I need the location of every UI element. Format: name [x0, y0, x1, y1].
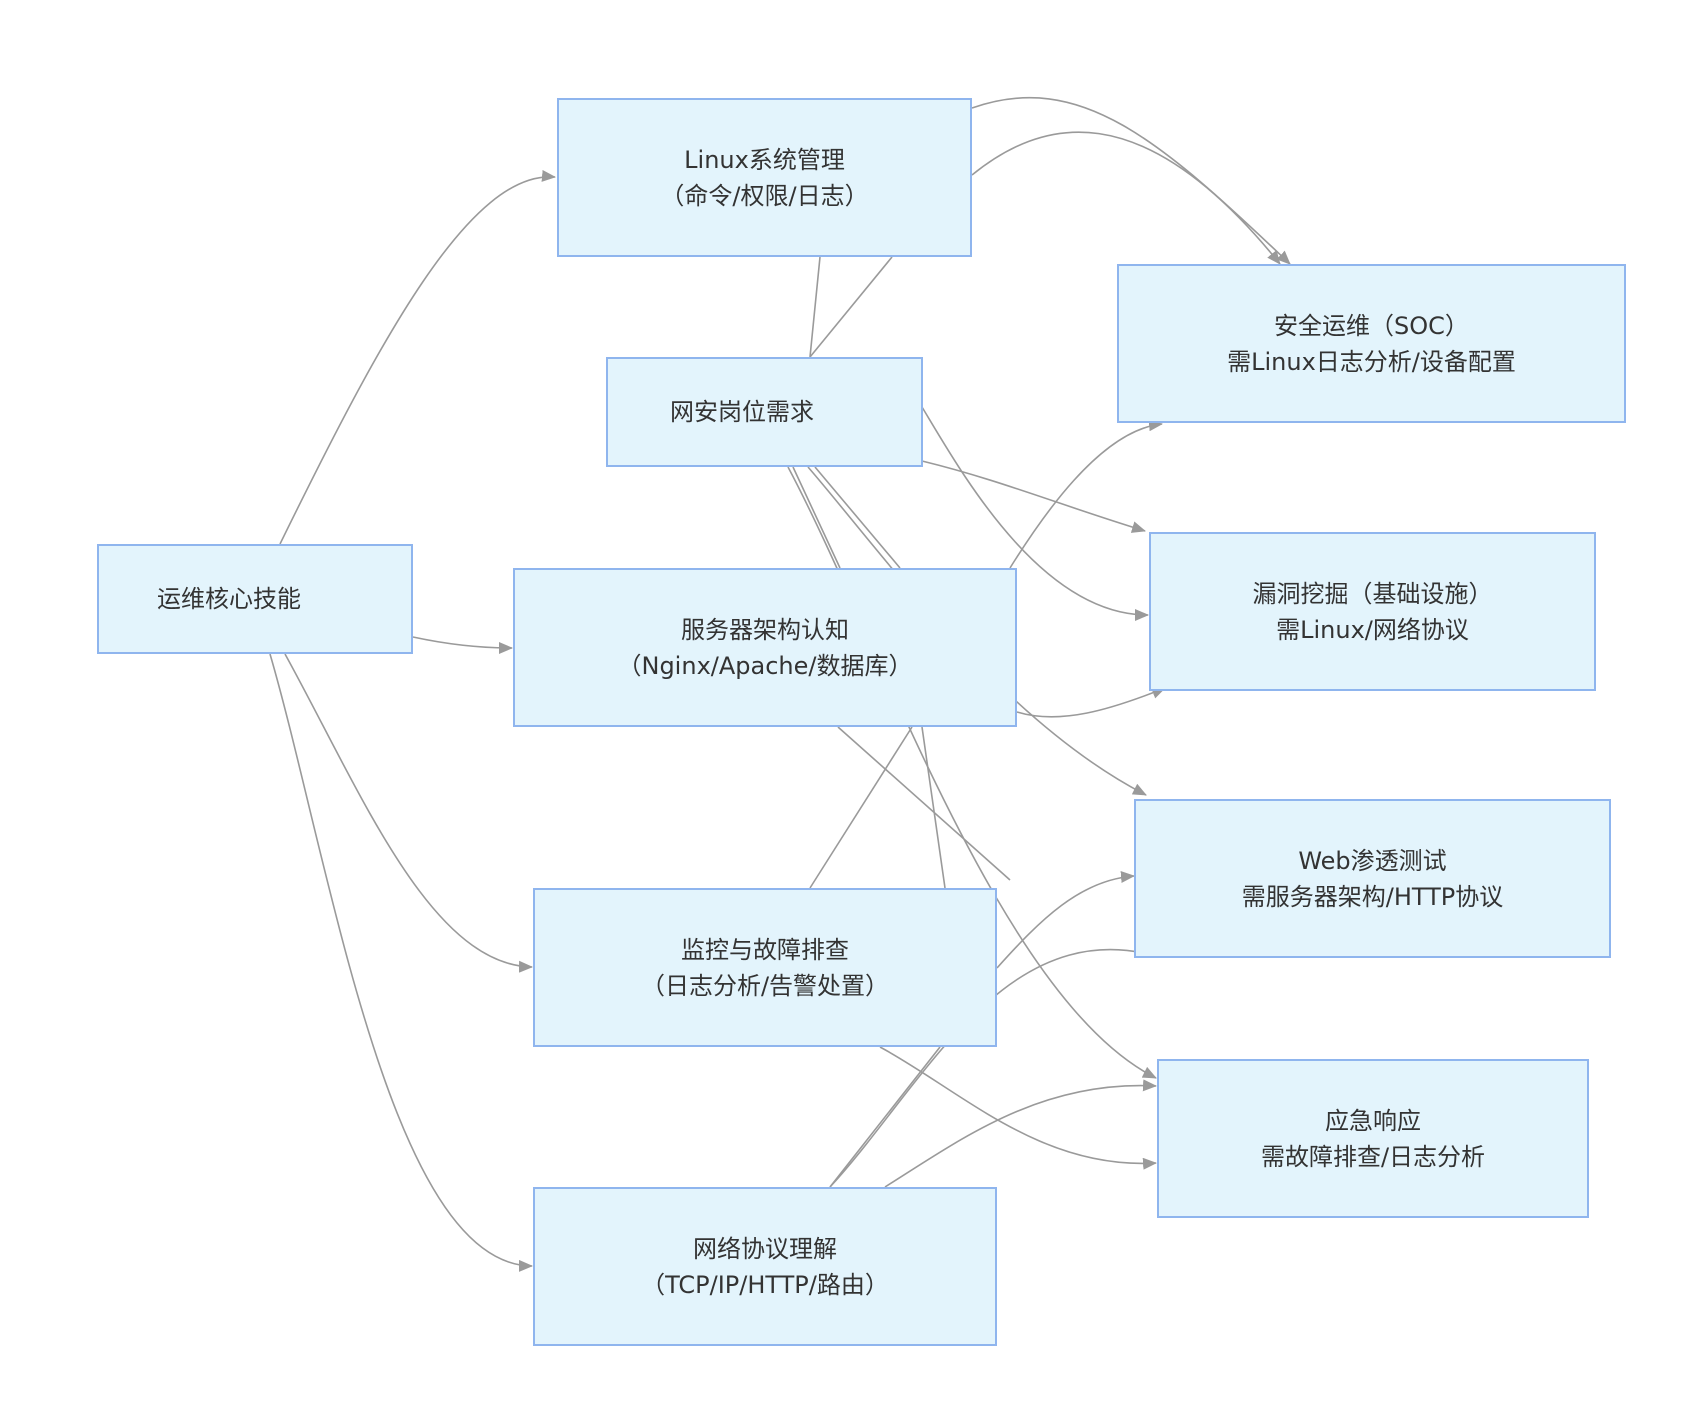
edge-arrow	[921, 406, 1149, 621]
node-sublabel: （TCP/IP/HTTP/路由）	[641, 1270, 889, 1299]
edge-connector-segment	[809, 726, 913, 889]
edge-connector-segment	[921, 726, 946, 889]
node-ops-core-skills: 运维核心技能	[97, 544, 413, 654]
edge-arrow	[879, 1046, 1157, 1170]
node-security-job-demand: 网安岗位需求	[606, 357, 923, 467]
edge-connector-segment	[809, 256, 893, 358]
node-sublabel: （命令/权限/日志）	[660, 181, 869, 210]
edge-arrow	[996, 870, 1135, 969]
edge-connector-segment	[809, 256, 821, 358]
node-server-architecture: 服务器架构认知 （Nginx/Apache/数据库）	[513, 568, 1017, 727]
node-sublabel: 需Linux日志分析/设备配置	[1227, 347, 1516, 376]
edge-arrow	[787, 466, 1157, 1079]
edge-arrow	[971, 131, 1281, 265]
edge-connector-segment	[829, 1046, 941, 1188]
node-vulnerability-research: 漏洞挖掘（基础设施） 需Linux/网络协议	[1149, 532, 1596, 691]
node-security-operations-soc: 安全运维（SOC） 需Linux日志分析/设备配置	[1117, 264, 1626, 423]
node-sublabel: （日志分析/告警处置）	[640, 971, 890, 1000]
node-label: 应急响应	[1325, 1106, 1421, 1135]
edge-connector-segment	[814, 466, 901, 569]
node-sublabel: （Nginx/Apache/数据库）	[617, 651, 913, 680]
edge-arrow	[1016, 687, 1166, 718]
edge-connector-segment	[792, 466, 841, 569]
node-incident-response: 应急响应 需故障排查/日志分析	[1157, 1059, 1589, 1218]
edge-arrow	[921, 460, 1146, 533]
node-label: Linux系统管理	[684, 145, 845, 174]
edge-arrow	[412, 636, 513, 654]
node-linux-admin: Linux系统管理 （命令/权限/日志）	[557, 98, 972, 257]
edge-arrow	[269, 653, 533, 1272]
node-sublabel: 需故障排查/日志分析	[1260, 1142, 1486, 1171]
edge-arrow	[884, 1079, 1157, 1188]
node-label: 监控与故障排查	[681, 935, 849, 964]
node-network-protocols: 网络协议理解 （TCP/IP/HTTP/路由）	[533, 1187, 997, 1346]
node-sublabel: 需服务器架构/HTTP协议	[1241, 882, 1504, 911]
node-web-pentest: Web渗透测试 需服务器架构/HTTP协议	[1134, 799, 1611, 958]
node-monitoring-troubleshooting: 监控与故障排查 （日志分析/告警处置）	[533, 888, 997, 1047]
node-sublabel: 需Linux/网络协议	[1276, 615, 1469, 644]
node-label: Web渗透测试	[1298, 846, 1447, 875]
node-label: 运维核心技能	[157, 585, 301, 613]
node-label: 网安岗位需求	[670, 398, 814, 426]
edge-arrow	[1009, 419, 1163, 569]
edge-arrow	[971, 96, 1291, 265]
node-label: 服务器架构认知	[681, 615, 849, 644]
node-label: 漏洞挖掘（基础设施）	[1252, 579, 1493, 608]
node-label: 安全运维（SOC）	[1274, 311, 1469, 340]
edge-connector-segment	[837, 726, 1011, 881]
edge-arrow	[279, 169, 556, 545]
node-label: 网络协议理解	[693, 1234, 837, 1263]
edge-arrow	[284, 653, 533, 973]
